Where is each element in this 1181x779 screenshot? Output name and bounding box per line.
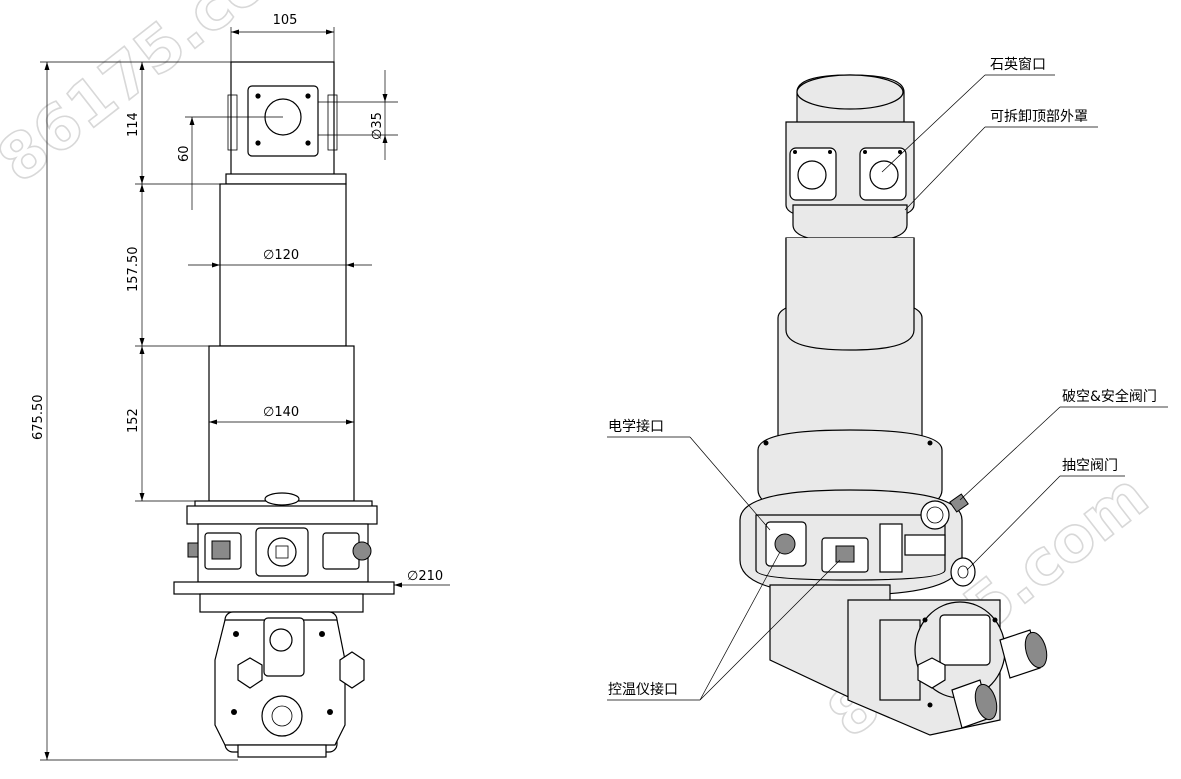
lower-cylinder [208, 345, 355, 502]
dim-60: 60 [177, 145, 192, 162]
label-removable-cover: 可拆卸顶部外罩 [990, 109, 1088, 125]
label-pump-valve: 抽空阀门 [1062, 458, 1118, 474]
dimension-lines: 105 ∅35 675.50 114 60 ∅120 157.50 [31, 13, 450, 761]
dim-675-50: 675.50 [31, 395, 46, 441]
dim-diameter-120: ∅120 [263, 248, 299, 263]
pump-valve [950, 557, 976, 587]
vent-safety-valve [920, 500, 950, 530]
dim-105: 105 [273, 13, 298, 28]
label-quartz-window: 石英窗口 [990, 56, 1046, 73]
callouts: 石英窗口 可拆卸顶部外罩 破空&安全阀门 抽空阀门 电学接口 控温仪接口 [607, 56, 1168, 701]
label-electrical-port: 电学接口 [608, 418, 664, 435]
dim-157-50: 157.50 [126, 247, 141, 293]
label-temp-controller-port: 控温仪接口 [608, 681, 678, 698]
dim-114: 114 [126, 112, 141, 137]
bottom-port [261, 695, 303, 737]
dim-diameter-140: ∅140 [263, 405, 299, 420]
dim-152: 152 [126, 408, 141, 433]
label-vent-safety-valve: 破空&安全阀门 [1062, 388, 1157, 405]
side-nut [339, 651, 365, 689]
dim-diameter-35: ∅35 [370, 112, 385, 140]
dim-diameter-210: ∅210 [407, 569, 443, 584]
isometric-view [739, 74, 1048, 736]
base-plate [173, 581, 395, 595]
